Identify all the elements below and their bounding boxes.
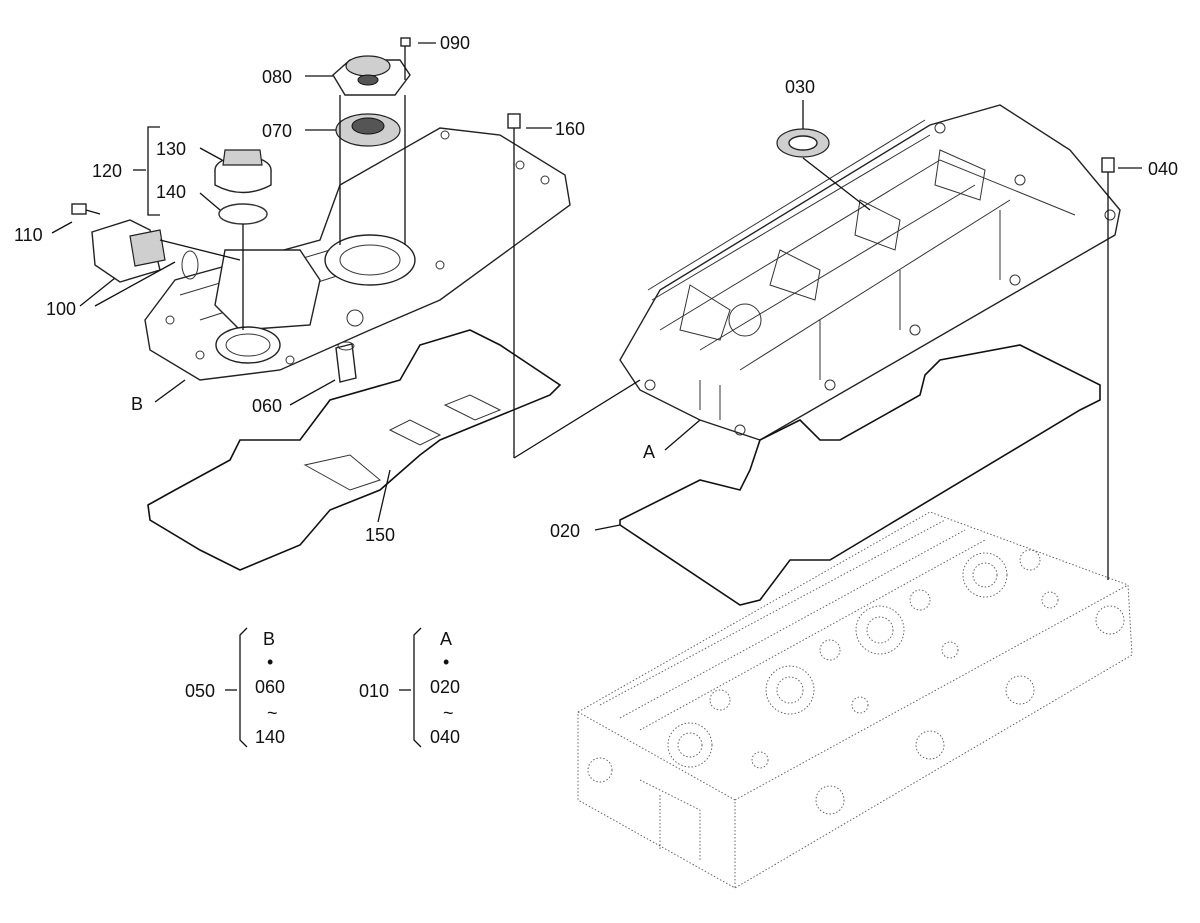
- part-080: [332, 55, 411, 96]
- part-030: [776, 128, 830, 158]
- callout-140: 140: [156, 182, 186, 202]
- part-060: [335, 341, 357, 383]
- assembly-050-item-2: •: [267, 652, 273, 672]
- assembly-050-item-3: 060: [255, 677, 285, 697]
- callout-a: A: [643, 442, 655, 462]
- part-070: [335, 113, 401, 147]
- callout-020: 020: [550, 521, 580, 541]
- gasket-020: [619, 344, 1101, 606]
- leader-030-line: [802, 157, 871, 211]
- callout-090: 090: [440, 33, 470, 53]
- callout-b: B: [131, 394, 143, 414]
- cover-b: [144, 127, 571, 381]
- callout-150: 150: [365, 525, 395, 545]
- assembly-010-item-4: ~: [443, 703, 454, 723]
- part-090: [400, 37, 411, 80]
- callout-110: 110: [14, 225, 43, 245]
- assembly-010-number: 010: [359, 681, 389, 701]
- callout-120: 120: [92, 161, 122, 181]
- assembly-010-item-5: 040: [430, 727, 460, 747]
- assembly-050-item-1: B: [263, 629, 275, 649]
- leader-160-a: [513, 379, 641, 459]
- callout-030: 030: [785, 77, 815, 97]
- callout-100: 100: [46, 299, 76, 319]
- assembly-050-item-4: ~: [267, 703, 278, 723]
- assembly-010-item-2: •: [443, 652, 449, 672]
- callout-130: 130: [156, 139, 186, 159]
- valve-cover-a: [619, 104, 1121, 441]
- assembly-050-item-5: 140: [255, 727, 285, 747]
- cylinder-head: [577, 511, 1133, 889]
- part-160: [507, 113, 521, 458]
- gasket-150: [147, 329, 562, 571]
- callout-160: 160: [555, 119, 585, 139]
- leader-lines: [51, 42, 1142, 531]
- callout-070: 070: [262, 121, 292, 141]
- callout-080: 080: [262, 67, 292, 87]
- assembly-050-number: 050: [185, 681, 215, 701]
- assembly-010-item-1: A: [440, 629, 452, 649]
- part-040: [1101, 157, 1115, 580]
- part-110: [71, 203, 101, 215]
- callout-060: 060: [252, 396, 282, 416]
- assembly-010: 010 A • 020 ~ 040: [359, 627, 460, 748]
- part-140: [218, 203, 268, 225]
- assembly-050: 050 B • 060 ~ 140: [185, 627, 285, 748]
- assembly-010-item-3: 020: [430, 677, 460, 697]
- part-100: [91, 219, 241, 283]
- callout-040: 040: [1148, 159, 1178, 179]
- part-130: [214, 149, 272, 194]
